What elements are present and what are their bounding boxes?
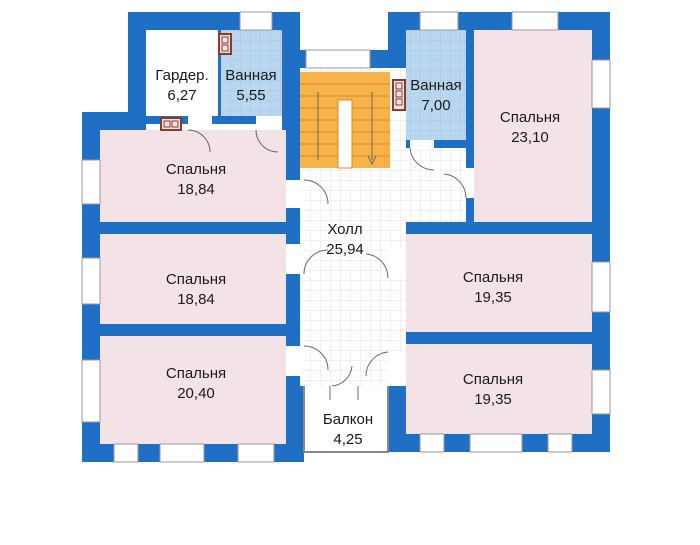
doors bbox=[187, 116, 474, 400]
vent-shafts bbox=[160, 33, 406, 131]
room-floors bbox=[100, 30, 592, 453]
windows bbox=[81, 11, 611, 463]
